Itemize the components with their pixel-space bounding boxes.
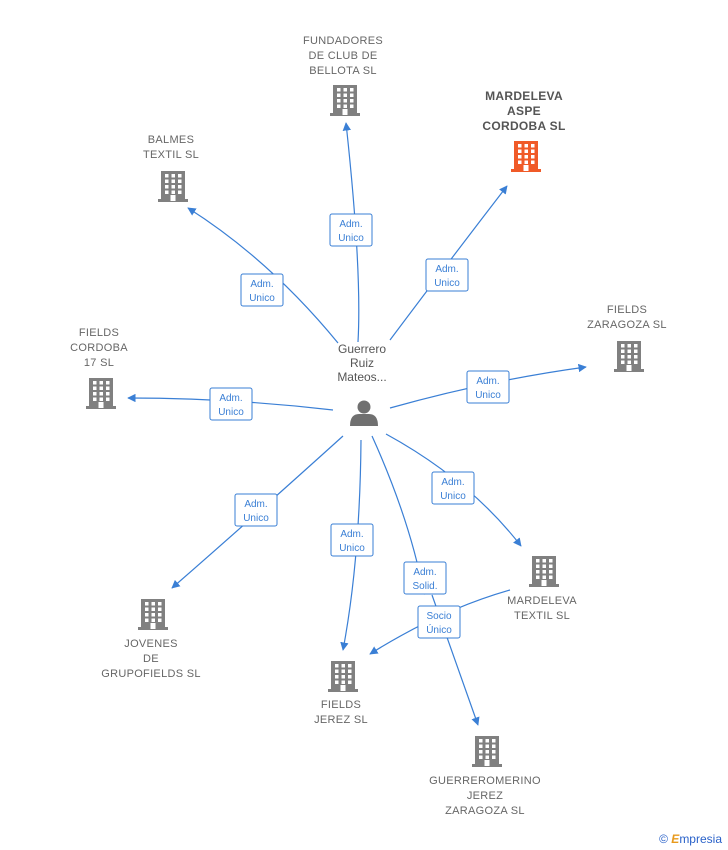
building-icon xyxy=(86,378,116,409)
company-label: JOVENES xyxy=(124,638,177,650)
footer-brand[interactable]: © Empresia xyxy=(659,832,722,846)
company-node-mardeleva_textil[interactable]: MARDELEVA TEXTIL SL xyxy=(507,556,577,622)
edge-label-text: Adm. xyxy=(476,376,499,387)
edge-label-text: Unico xyxy=(434,278,460,289)
building-icon xyxy=(328,661,358,692)
edge-label-fields_cordoba[interactable]: Adm. Unico xyxy=(209,387,253,421)
person-label: Guerrero xyxy=(338,342,386,356)
edge-label-text: Unico xyxy=(249,293,275,304)
company-label: GUERREROMERINO xyxy=(429,775,541,787)
edges-layer: Adm.UnicoAdm.UnicoAdm.UnicoAdm.UnicoAdm.… xyxy=(127,122,587,726)
edge-label-text: Adm. xyxy=(339,219,362,230)
edge-label-text: Solid. xyxy=(412,581,437,592)
company-node-fields_jerez[interactable]: FIELDS JEREZ SL xyxy=(314,661,368,726)
building-icon xyxy=(614,341,644,372)
brand-name: mpresia xyxy=(679,832,722,846)
edge-label-text: Único xyxy=(426,623,452,636)
company-label: ZARAGOZA SL xyxy=(445,805,525,817)
edge-label-text: Unico xyxy=(339,543,365,554)
edge-label-text: Adm. xyxy=(413,567,436,578)
edge-label-balmes[interactable]: Adm. Unico xyxy=(240,273,284,307)
edge-label-text: Unico xyxy=(243,513,269,524)
person-label: Mateos... xyxy=(337,370,386,384)
edge-label-text: Unico xyxy=(218,407,244,418)
edge-label-fundadores[interactable]: Adm. Unico xyxy=(329,213,373,247)
person-icon xyxy=(350,400,378,426)
building-icon xyxy=(158,171,188,202)
edge-label-mardeleva_textil[interactable]: Adm. Unico xyxy=(431,471,475,505)
company-label: BELLOTA SL xyxy=(309,65,377,77)
edge-label-box xyxy=(403,561,447,595)
edge-label-box xyxy=(425,258,469,292)
edge-label-text: Adm. xyxy=(244,499,267,510)
company-label: ASPE xyxy=(507,104,541,118)
company-label: TEXTIL SL xyxy=(514,610,570,622)
edge-label-box xyxy=(431,471,475,505)
building-icon xyxy=(330,85,360,116)
company-label: MARDELEVA xyxy=(485,89,563,103)
edge-label-box xyxy=(234,493,278,527)
company-node-balmes[interactable]: BALMES TEXTIL SL xyxy=(143,134,199,202)
center-person[interactable]: GuerreroRuizMateos... xyxy=(337,342,387,426)
company-label: JEREZ xyxy=(467,790,503,802)
company-label: BALMES xyxy=(148,134,194,146)
building-icon xyxy=(529,556,559,587)
company-label: DE xyxy=(143,653,159,665)
edge-label-jovenes[interactable]: Adm. Unico xyxy=(234,493,278,527)
company-label: JEREZ SL xyxy=(314,714,368,726)
edge-label-text: Unico xyxy=(475,390,501,401)
edge-balmes[interactable] xyxy=(187,207,339,344)
edge-label-text: Unico xyxy=(338,233,364,244)
edge-label-text: Adm. xyxy=(340,529,363,540)
company-label: FIELDS xyxy=(321,699,361,711)
edge-label-box xyxy=(329,213,373,247)
company-label: MARDELEVA xyxy=(507,595,577,607)
company-label: CORDOBA SL xyxy=(482,119,565,133)
edge-label-text: Adm. xyxy=(441,477,464,488)
edge-fundadores[interactable] xyxy=(342,122,360,343)
edge-label-text: Adm. xyxy=(435,264,458,275)
company-label: FIELDS xyxy=(79,327,119,339)
company-label: GRUPOFIELDS SL xyxy=(101,668,201,680)
company-label: CORDOBA xyxy=(70,342,128,354)
edge-label-box xyxy=(330,523,374,557)
copyright-symbol: © xyxy=(659,832,668,846)
company-node-jovenes[interactable]: JOVENES DE GRUPOFIELDS SL xyxy=(101,599,201,680)
company-label: FUNDADORES xyxy=(303,35,383,47)
edge-label-fields_jerez[interactable]: Adm. Unico xyxy=(330,523,374,557)
building-icon xyxy=(138,599,168,630)
edge-label-box xyxy=(240,273,284,307)
building-icon xyxy=(511,141,541,172)
edge-label-text: Adm. xyxy=(250,279,273,290)
edge-label-text: Adm. xyxy=(219,393,242,404)
company-node-fields_cordoba[interactable]: FIELDS CORDOBA 17 SL xyxy=(70,327,128,409)
company-label: TEXTIL SL xyxy=(143,149,199,161)
company-node-fields_zaragoza[interactable]: FIELDS ZARAGOZA SL xyxy=(587,304,667,372)
edge-label-box xyxy=(417,605,461,639)
edge-label-box xyxy=(209,387,253,421)
company-label: 17 SL xyxy=(84,357,114,369)
brand-initial: E xyxy=(671,832,680,846)
person-label: Ruiz xyxy=(350,356,374,370)
company-node-guerreromerino[interactable]: GUERREROMERINO JEREZ ZARAGOZA SL xyxy=(429,736,541,817)
company-label: FIELDS xyxy=(607,304,647,316)
edge-line xyxy=(342,122,360,343)
building-icon xyxy=(472,736,502,767)
company-node-fundadores[interactable]: FUNDADORES DE CLUB DE BELLOTA SL xyxy=(303,35,383,116)
edge-label-box xyxy=(466,370,510,404)
company-label: ZARAGOZA SL xyxy=(587,319,667,331)
edge-line xyxy=(187,207,339,344)
edge-label-mardeleva_aspe[interactable]: Adm. Unico xyxy=(425,258,469,292)
company-label: DE CLUB DE xyxy=(308,50,377,62)
edge-label-text: Socio xyxy=(426,611,451,622)
edge-label-fields_zaragoza[interactable]: Adm. Unico xyxy=(466,370,510,404)
edge-label-text: Unico xyxy=(440,491,466,502)
edge-label-guerreromerino[interactable]: Adm. Solid. xyxy=(403,561,447,595)
